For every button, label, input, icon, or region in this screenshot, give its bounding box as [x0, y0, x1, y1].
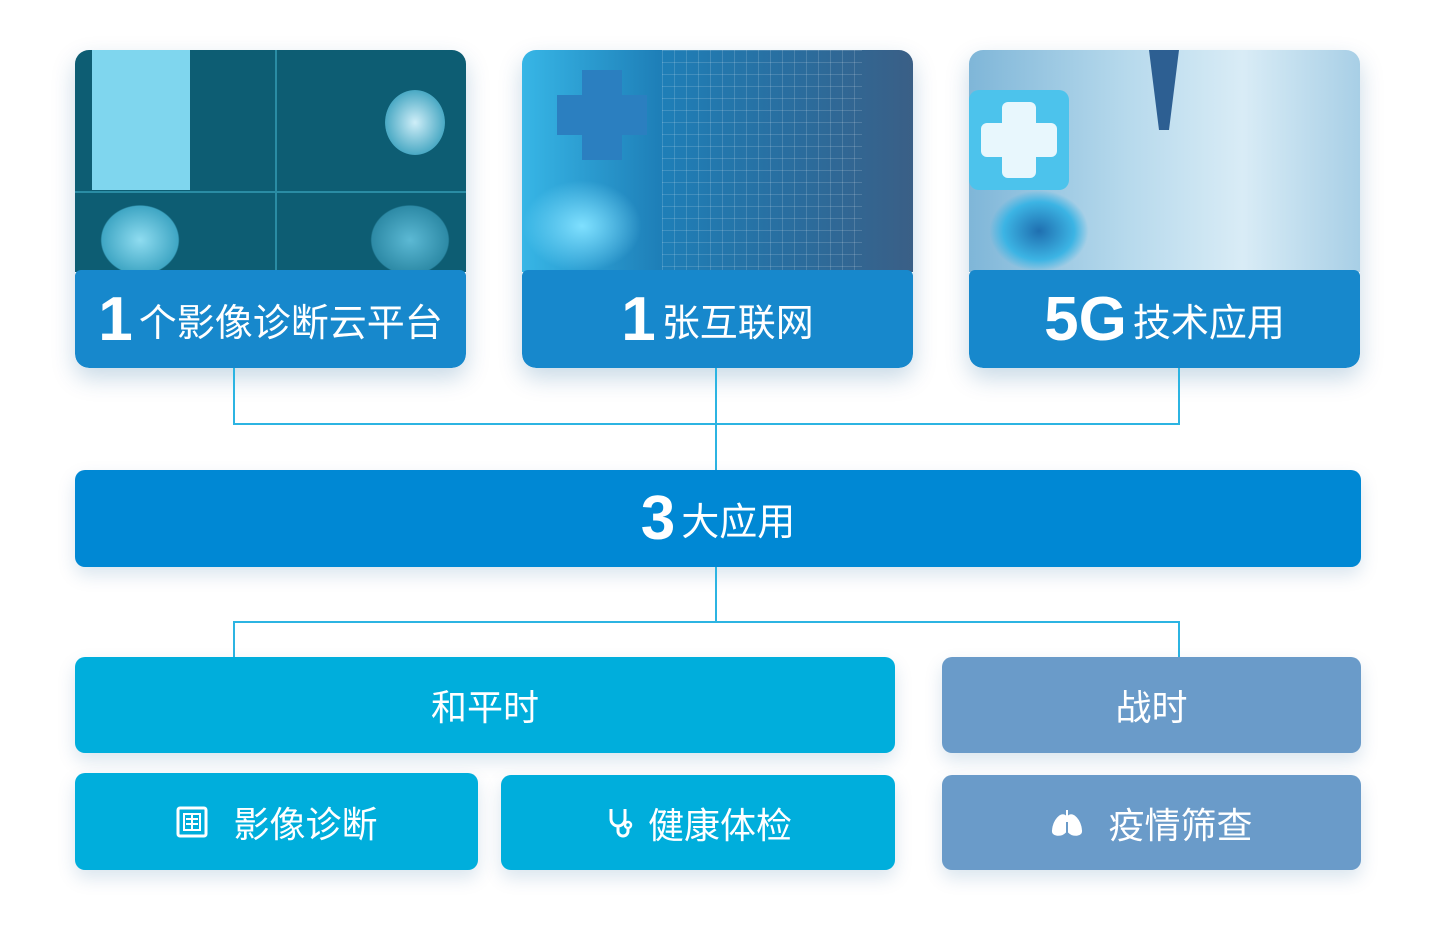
app-label: 健康体检	[647, 805, 792, 847]
app-imaging-diagnosis: 影像诊断	[75, 773, 478, 870]
connector-line	[715, 368, 717, 470]
xray-icon	[176, 806, 208, 837]
ecg-image	[522, 50, 913, 272]
connector-line	[233, 423, 1180, 425]
connector-line	[715, 567, 717, 623]
app-label: 疫情筛查	[1108, 805, 1253, 847]
wartime-label: 战时	[1115, 688, 1188, 729]
connector-line	[233, 368, 235, 425]
card-text: 个影像诊断云平台	[138, 300, 443, 345]
connector-line	[233, 621, 1180, 623]
connector-line	[1178, 621, 1180, 657]
card-number: 1	[98, 284, 133, 354]
app-epidemic-screening: 疫情筛查	[942, 775, 1361, 870]
card-number: 1	[621, 284, 656, 354]
lungs-icon	[1052, 809, 1083, 836]
wartime-box: 战时	[942, 657, 1361, 753]
card-text: 张互联网	[661, 300, 814, 345]
card-number: 5G	[1044, 284, 1127, 354]
peacetime-box: 和平时	[75, 657, 895, 753]
doctor-image	[969, 50, 1360, 272]
app-health-checkup: 健康体检	[501, 775, 895, 870]
connector-line	[233, 621, 235, 657]
center-text: 大应用	[681, 500, 796, 544]
stethoscope-icon	[609, 808, 633, 837]
app-label: 影像诊断	[233, 804, 378, 846]
peacetime-label: 和平时	[430, 688, 539, 729]
ct-viewer-image	[75, 50, 466, 280]
center-number: 3	[640, 484, 676, 553]
connector-line	[1178, 368, 1180, 425]
card-text: 技术应用	[1132, 300, 1285, 345]
